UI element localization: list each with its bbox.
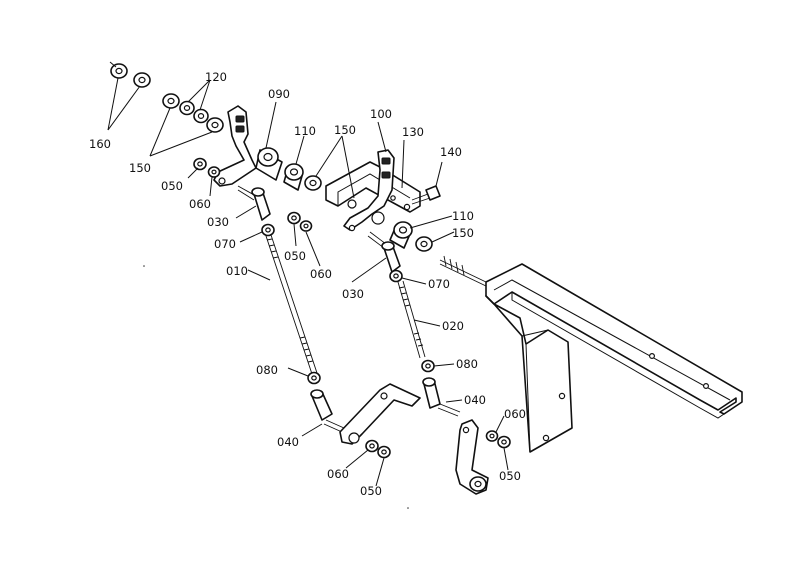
washer-150-d — [415, 236, 433, 252]
bolt-140 — [411, 185, 441, 205]
ball-joint-030-b — [381, 241, 401, 273]
washer-120-b — [193, 108, 209, 124]
label-020: 020 — [442, 319, 464, 333]
washer-060-d — [485, 430, 499, 442]
nut-050-c — [377, 445, 391, 459]
nut-160-a — [110, 63, 128, 79]
label-060-c: 060 — [327, 467, 349, 481]
label-010: 010 — [226, 264, 248, 278]
washer-060-b — [299, 220, 313, 232]
label-050-c: 050 — [360, 484, 382, 498]
ball-joint-040-a — [310, 389, 333, 421]
lower-lever — [339, 383, 421, 445]
nut-050-d — [497, 435, 511, 449]
nut-050-b — [287, 211, 301, 225]
label-060-d: 060 — [504, 407, 526, 421]
label-030-a: 030 — [207, 215, 229, 229]
label-040-a: 040 — [277, 435, 299, 449]
label-080-b: 080 — [456, 357, 478, 371]
lever-090 — [213, 105, 283, 187]
label-050-d: 050 — [499, 469, 521, 483]
washer-060-a — [207, 166, 221, 178]
part-labels: 160 120 150 090 050 060 030 070 010 110 … — [89, 70, 526, 498]
rod-020 — [397, 280, 426, 359]
label-050-b: 050 — [284, 249, 306, 263]
label-110-a: 110 — [294, 124, 316, 138]
washer-150-a — [162, 93, 180, 109]
nut-050-a — [193, 157, 207, 171]
nut-080-b — [421, 359, 435, 373]
label-120: 120 — [205, 70, 227, 84]
nut-070-b — [389, 269, 403, 283]
label-140: 140 — [440, 145, 462, 159]
label-150-b: 150 — [334, 123, 356, 137]
label-130: 130 — [402, 125, 424, 139]
bushing-110-a — [283, 163, 304, 191]
bolt-040-b — [437, 403, 461, 417]
label-060-a: 060 — [189, 197, 211, 211]
label-150-c: 150 — [452, 226, 474, 240]
label-040-b: 040 — [464, 393, 486, 407]
label-150-a: 150 — [129, 161, 151, 175]
lever-100 — [343, 149, 395, 232]
label-090: 090 — [268, 87, 290, 101]
label-160: 160 — [89, 137, 111, 151]
nut-070-a — [261, 223, 275, 237]
washer-150-c — [304, 175, 322, 191]
label-060-b: 060 — [310, 267, 332, 281]
rod-010 — [265, 234, 318, 375]
nut-080-a — [307, 371, 321, 385]
leader-lines — [107, 61, 509, 487]
label-070-b: 070 — [428, 277, 450, 291]
label-100: 100 — [370, 107, 392, 121]
ball-joint-030-a — [251, 187, 271, 221]
bushing-110-b — [389, 221, 413, 249]
washer-120-a — [179, 100, 195, 116]
label-030-b: 030 — [342, 287, 364, 301]
nut-160-b — [133, 72, 151, 88]
label-110-b: 110 — [452, 209, 474, 223]
lower-link — [455, 419, 489, 495]
label-080-a: 080 — [256, 363, 278, 377]
label-050-a: 050 — [161, 179, 183, 193]
washer-150-b — [206, 117, 224, 133]
label-070-a: 070 — [214, 237, 236, 251]
frame-bracket — [439, 255, 743, 453]
scan-specks — [143, 265, 409, 509]
bolt-040-a — [323, 419, 345, 433]
ball-joint-040-b — [422, 377, 441, 409]
washer-060-c — [365, 439, 379, 453]
